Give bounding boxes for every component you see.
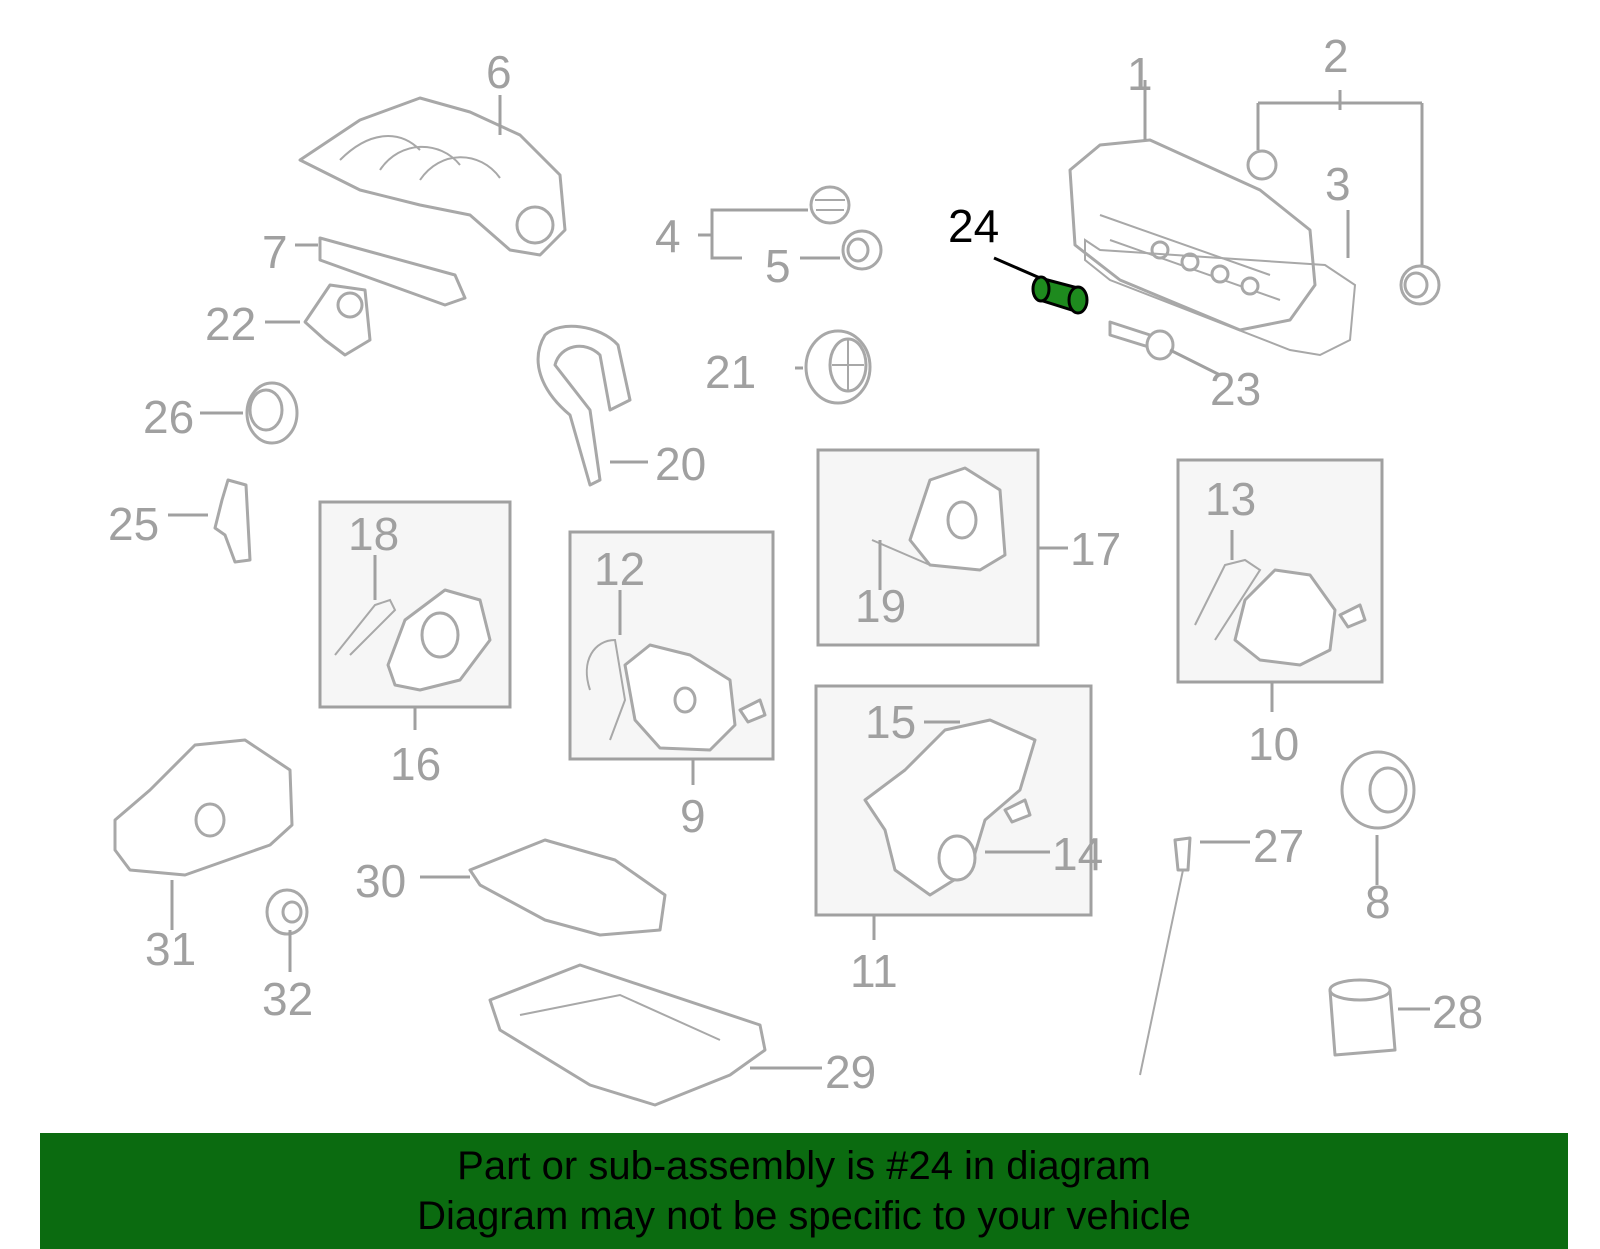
callout-4: 4: [655, 210, 681, 262]
sensor-part: [213, 478, 252, 564]
manifold-gasket-part: [318, 236, 467, 307]
banner-line-2: Diagram may not be specific to your vehi…: [417, 1194, 1191, 1238]
crank-pulley-part: [1340, 750, 1416, 830]
spark-plug-seal-part: [1246, 149, 1278, 181]
callout-8: 8: [1365, 876, 1391, 928]
callout-18: 18: [348, 508, 399, 560]
timing-cover-17-part: [871, 466, 1007, 572]
callout-7: 7: [262, 226, 288, 278]
callout-32: 32: [262, 973, 313, 1025]
callout-21: 21: [705, 346, 756, 398]
callout-5: 5: [765, 240, 791, 292]
callout-26: 26: [143, 391, 194, 443]
callout-1: 1: [1127, 48, 1153, 100]
engine-mount-part: [303, 283, 372, 357]
timing-cover-16-part: [334, 588, 492, 692]
callout-27: 27: [1253, 820, 1304, 872]
oil-filter-part: [1328, 978, 1397, 1057]
callout-22: 22: [205, 298, 256, 350]
callout-12: 12: [594, 543, 645, 595]
oil-pan-part: [488, 963, 767, 1107]
spark-plug-seal-part-2: [1399, 264, 1441, 306]
callout-9: 9: [680, 790, 706, 842]
oil-filler-cap-part: [809, 185, 851, 225]
valve-cover-gasket-part: [1084, 238, 1357, 357]
dipstick-part: [1139, 836, 1192, 1076]
callout-15: 15: [865, 696, 916, 748]
valve-cover-part: [1068, 138, 1317, 332]
callout-24: 24: [948, 200, 999, 252]
callout-10: 10: [1248, 718, 1299, 770]
callout-14: 14: [1052, 828, 1103, 880]
leader-lines: [168, 80, 1430, 1070]
timing-gear-part: [804, 329, 872, 405]
callout-3: 3: [1325, 158, 1351, 210]
info-banner: Part or sub-assembly is #24 in diagram D…: [40, 1133, 1568, 1249]
idler-pulley-part: [245, 381, 299, 445]
callout-23: 23: [1210, 363, 1261, 415]
bolt-part: [1108, 320, 1175, 361]
timing-cover-11-part: [863, 718, 1037, 897]
callout-20: 20: [655, 438, 706, 490]
callout-6: 6: [486, 46, 512, 98]
callout-11: 11: [850, 945, 898, 997]
callout-13: 13: [1205, 473, 1256, 525]
baffle-plate-part: [468, 838, 667, 937]
callout-29: 29: [825, 1046, 876, 1098]
engine-block-part: [113, 738, 294, 877]
callout-16: 16: [390, 738, 441, 790]
callout-25: 25: [108, 498, 159, 550]
oil-pump-gear-part: [265, 888, 309, 936]
callout-19: 19: [855, 580, 906, 632]
callout-30: 30: [355, 855, 406, 907]
intake-manifold-part: [298, 96, 567, 257]
callout-17: 17: [1070, 523, 1121, 575]
highlighted-part-24: [1031, 275, 1089, 315]
cap-seal-part: [841, 229, 883, 271]
timing-belt-part: [536, 324, 632, 487]
timing-cover-10-part: [1194, 558, 1367, 667]
timing-cover-9-part: [585, 638, 767, 752]
callout-28: 28: [1432, 986, 1483, 1038]
banner-line-1: Part or sub-assembly is #24 in diagram: [457, 1144, 1151, 1188]
callout-2: 2: [1323, 30, 1349, 82]
callout-31: 31: [145, 923, 196, 975]
